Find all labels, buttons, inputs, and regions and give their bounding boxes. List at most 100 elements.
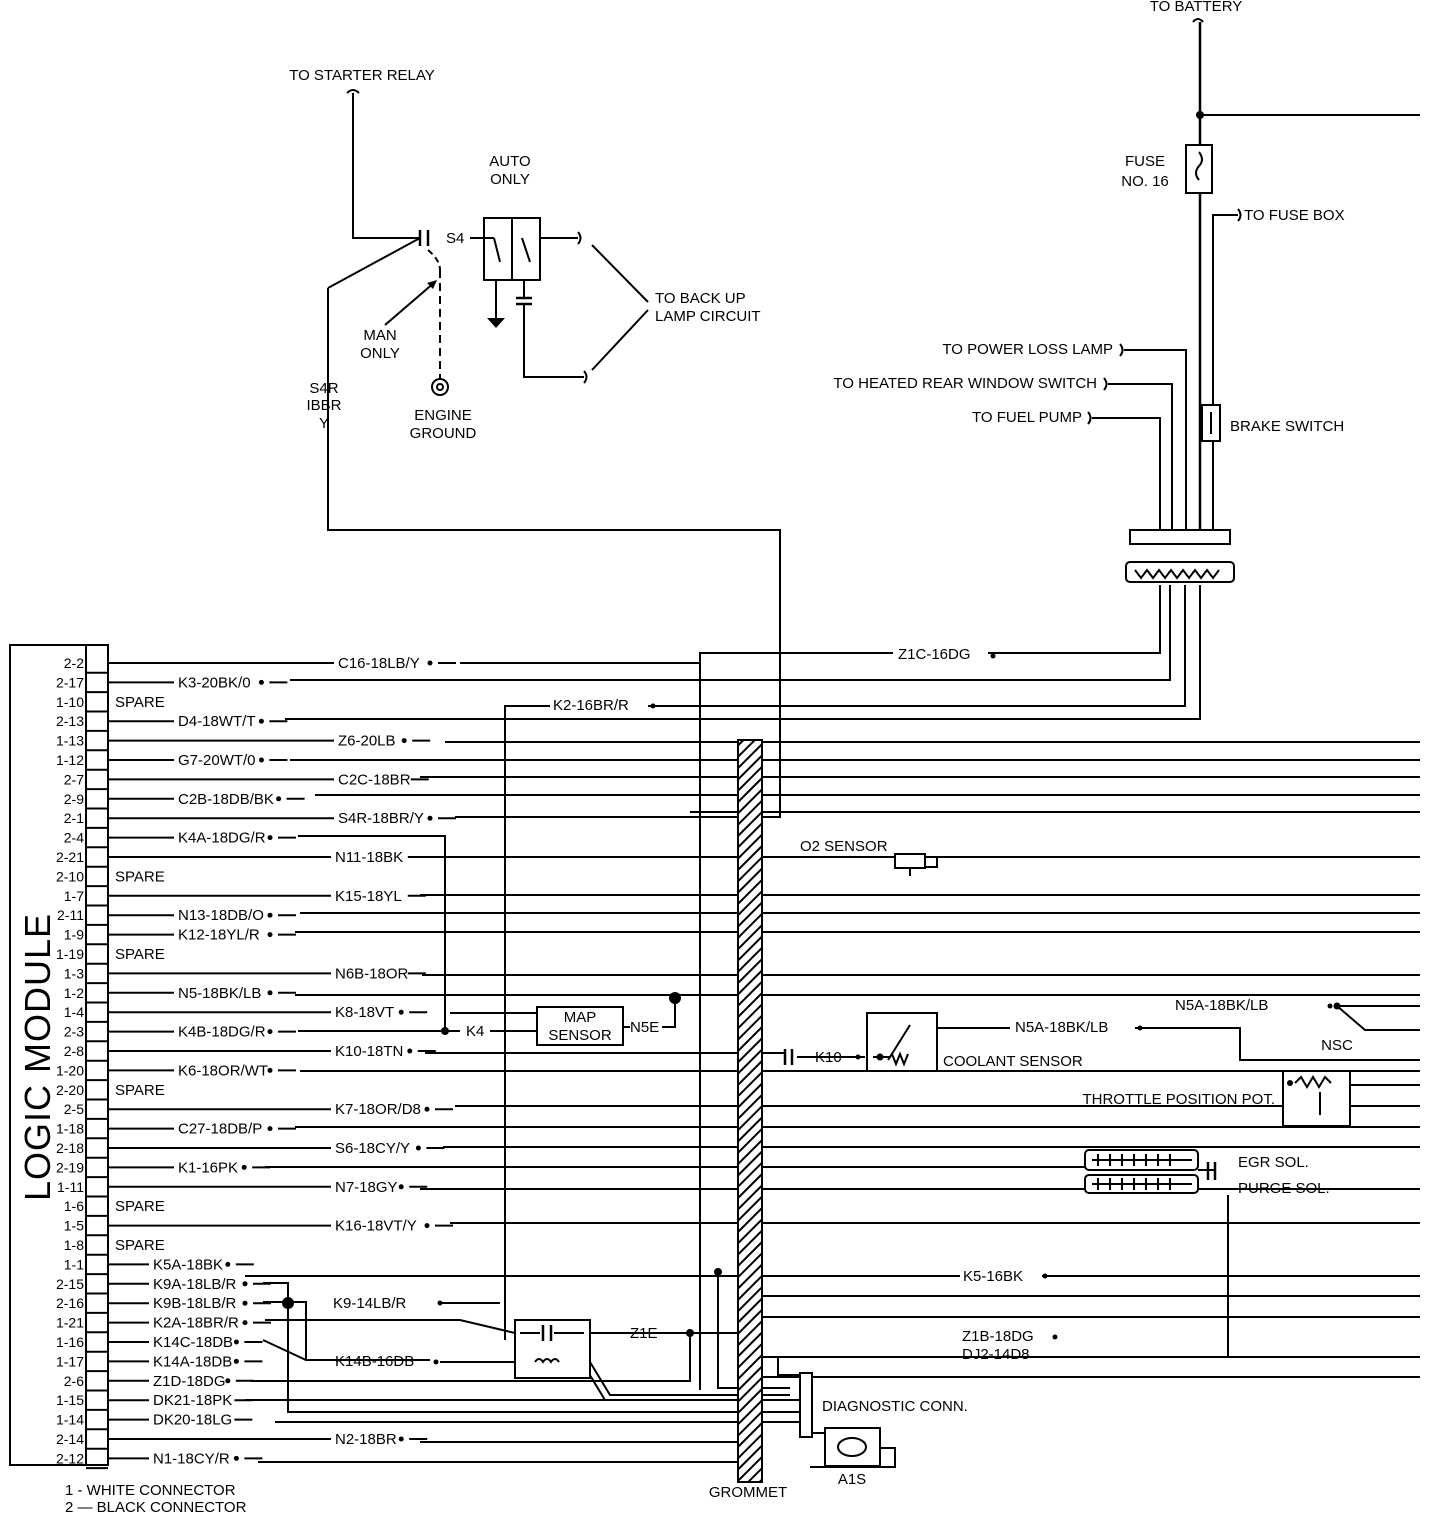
egr-sol-label: EGR SOL. xyxy=(1238,1154,1309,1171)
wire-label: K15-18YL xyxy=(335,888,402,905)
spare-label: SPARE xyxy=(115,694,165,711)
wire-label: S6-18CY/Y xyxy=(335,1140,410,1157)
k4-label: K4 xyxy=(466,1023,484,1040)
s4-label: S4 xyxy=(446,230,464,247)
logic-module: LOGIC MODULE xyxy=(9,644,109,1466)
wire-dot xyxy=(267,1126,273,1132)
auto-only-label-2: ONLY xyxy=(490,171,530,188)
map-sensor xyxy=(536,1006,624,1046)
wire-label: K14C-18DB xyxy=(153,1334,233,1351)
wire-label: C2C-18BR xyxy=(338,771,411,788)
wire-label: K9B-18LB/R xyxy=(153,1295,237,1312)
pin-number: 1-15 xyxy=(56,1392,84,1408)
wire-label: C27-18DB/P xyxy=(178,1121,262,1138)
pin-number: 1-20 xyxy=(56,1062,84,1078)
battery-circuit: TO BATTERY FUSE NO. 16 TO FUSE BOX BRAKE… xyxy=(833,0,1420,583)
fuel-pump-label: TO FUEL PUMP xyxy=(972,409,1082,426)
wire-dot xyxy=(242,1320,248,1326)
wire-label: C16-18LB/Y xyxy=(338,655,420,672)
wire-label: K4B-18DG/R xyxy=(178,1024,266,1041)
pin-number: 1-6 xyxy=(64,1198,84,1214)
engine-ground-label-2: GROUND xyxy=(410,425,477,442)
legend: 1 - WHITE CONNECTOR 2 — BLACK CONNECTOR xyxy=(65,1482,247,1516)
k2-label: K2-16BR/R xyxy=(553,697,629,714)
wire-dot xyxy=(225,1261,231,1267)
pin-number: 2-14 xyxy=(56,1431,84,1447)
o2-sensor xyxy=(894,853,926,869)
spare-label: SPARE xyxy=(115,1237,165,1254)
wire-label: Z6-20LB xyxy=(338,733,396,750)
wire-label: N1-18CY/R xyxy=(153,1450,230,1467)
wire-label: N11-18BK xyxy=(335,849,403,866)
pin-number: 2-15 xyxy=(56,1276,84,1292)
pin-number: 1-12 xyxy=(56,752,84,768)
map-sensor-label: MAP xyxy=(564,1009,597,1026)
n5a-top-label: N5A-18BK/LB xyxy=(1175,997,1268,1014)
wire-label: K4A-18DG/R xyxy=(178,830,266,847)
fuse-number-label: NO. 16 xyxy=(1121,173,1169,190)
wire-dot xyxy=(233,1358,239,1364)
wire-label: N2-18BR xyxy=(335,1431,397,1448)
pin-number: 2-5 xyxy=(64,1101,84,1117)
k14b-label: K14B-16DB xyxy=(335,1353,414,1370)
pin-number: 1-2 xyxy=(64,985,84,1001)
pin-number: 1-19 xyxy=(56,946,84,962)
purge-sol-label: PURGE SOL. xyxy=(1238,1180,1330,1197)
wire-dot xyxy=(233,1339,239,1345)
pin-number: 1-9 xyxy=(64,927,84,943)
wire-label: C2B-18DB/BK xyxy=(178,791,274,808)
pin-number: 1-3 xyxy=(64,965,84,981)
harness-wires xyxy=(245,237,1420,1468)
pin-number: 2-17 xyxy=(56,674,84,690)
pin-number: 2-3 xyxy=(64,1024,84,1040)
pin-number: 2-11 xyxy=(57,907,84,923)
pin-number: 1-21 xyxy=(56,1315,84,1331)
pin-number: 2-7 xyxy=(64,771,84,787)
map-sensor-label-2: SENSOR xyxy=(548,1027,612,1044)
wire-dot xyxy=(424,1106,430,1112)
pin-number: 2-13 xyxy=(56,713,84,729)
wire-label: K10-18TN xyxy=(335,1043,403,1060)
k10-label: K10 xyxy=(815,1049,842,1066)
a1s-label: A1S xyxy=(838,1471,866,1488)
wire-label: K9A-18LB/R xyxy=(153,1276,237,1293)
grommet-body xyxy=(737,739,763,1483)
man-only-label: MAN xyxy=(363,327,396,344)
pin-number: 2-6 xyxy=(64,1373,84,1389)
pin-number: 1-11 xyxy=(57,1179,84,1195)
wire-label: K8-18VT xyxy=(335,1004,394,1021)
wire-label: DK20-18LG xyxy=(153,1412,232,1429)
engine-ground-terminal xyxy=(431,378,449,396)
wire-label: K6-18OR/WT xyxy=(178,1062,268,1079)
fuse-label: FUSE xyxy=(1125,153,1165,170)
pin-number: 1-10 xyxy=(56,694,84,710)
heated-rear-window-label: TO HEATED REAR WINDOW SWITCH xyxy=(833,375,1097,392)
pin-number: 2-18 xyxy=(56,1140,84,1156)
spare-label: SPARE xyxy=(115,946,165,963)
pin-number: 2-19 xyxy=(56,1159,84,1175)
pin-number: 1-5 xyxy=(64,1218,84,1234)
wire-label: D4-18WT/T xyxy=(178,713,256,730)
grommet-label: GROMMET xyxy=(709,1484,787,1501)
pin-number: 2-21 xyxy=(56,849,84,865)
to-starter-relay-label: TO STARTER RELAY xyxy=(289,67,435,84)
spare-label: SPARE xyxy=(115,1198,165,1215)
wire-dot xyxy=(407,1048,413,1054)
wire-label: N5-18BK/LB xyxy=(178,985,261,1002)
to-battery-label: TO BATTERY xyxy=(1150,0,1243,15)
wire-dot xyxy=(258,679,264,685)
s4r-label-3: Y xyxy=(319,415,329,432)
throttle-position-pot xyxy=(1282,1070,1351,1127)
grommet: GROMMET xyxy=(709,739,787,1501)
logic-module-title: LOGIC MODULE xyxy=(17,913,58,1201)
pin-number: 2-4 xyxy=(64,830,84,846)
wire-label: K14A-18DB xyxy=(153,1353,232,1370)
legend-white-connector: 1 - WHITE CONNECTOR xyxy=(65,1482,236,1499)
wire-dot xyxy=(401,738,407,744)
pin-number: 1-16 xyxy=(56,1334,84,1350)
n5e-label: N5E xyxy=(630,1019,659,1036)
wire-dot xyxy=(267,912,273,918)
brake-switch-label: BRAKE SWITCH xyxy=(1230,418,1344,435)
